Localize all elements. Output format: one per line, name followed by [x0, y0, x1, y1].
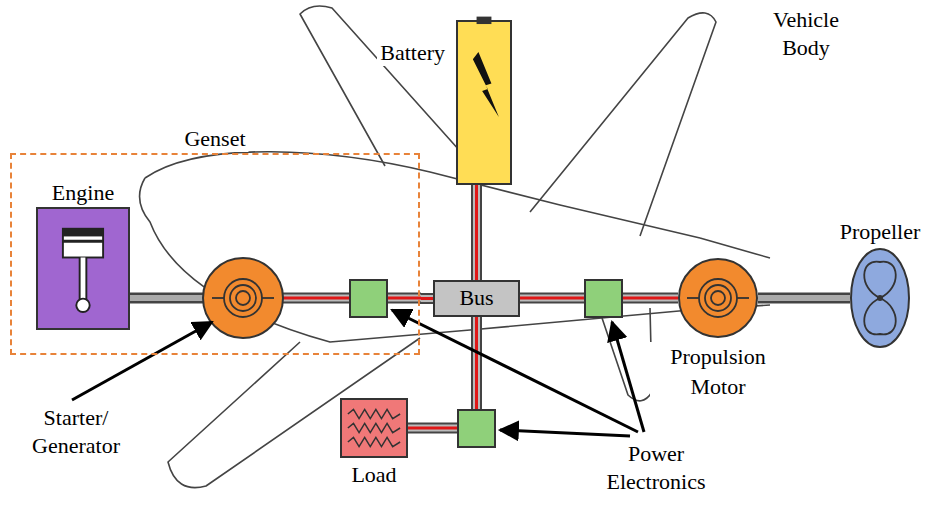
wire-stroke: [473, 185, 480, 280]
node-heading: Engine: [49, 180, 117, 206]
callout-label: Power Electronics: [594, 440, 718, 496]
load-box: Load: [340, 398, 408, 458]
power-electronics-block: [585, 280, 622, 317]
wire-stroke: [420, 295, 433, 302]
resistor-symbol: [342, 400, 406, 456]
wire-stroke: [758, 295, 850, 301]
engine-box: Engine: [36, 207, 130, 330]
box-label: Bus: [459, 285, 493, 311]
wire-stroke: [420, 297, 433, 300]
callout-label: Vehicle Body: [758, 6, 854, 62]
fuselage-outline: [145, 152, 700, 238]
power-electronics-block: [350, 280, 387, 317]
tail-fin-outline: [530, 13, 716, 236]
power-electronics-block: [458, 410, 495, 447]
node-heading: Battery: [377, 40, 448, 66]
wire-stroke: [420, 293, 433, 304]
leader-arrow: [612, 322, 644, 432]
power-wire: [476, 185, 477, 280]
leader-arrow: [500, 430, 630, 436]
callout-label: Starter/ Generator: [14, 404, 138, 460]
motor-circle: Propulsion Motor: [678, 258, 758, 338]
wire-stroke: [471, 185, 482, 280]
drive-shaft: [128, 298, 205, 299]
fuselage-outline: [140, 178, 690, 342]
tail-fin-outline: [600, 308, 652, 401]
propeller-ellipse: Propeller: [850, 248, 910, 348]
wire-stroke: [475, 185, 478, 280]
bus-box: Bus: [433, 280, 520, 317]
wing-outline: [300, 6, 468, 166]
propeller-symbol: [850, 248, 910, 348]
node-heading: Genset: [181, 126, 248, 152]
genset-group: EngineGenset: [10, 153, 420, 355]
battery-icon: [458, 22, 510, 183]
leader-arrow: [72, 322, 212, 400]
drive-shaft: [758, 298, 850, 299]
battery-box: Battery: [456, 20, 512, 185]
motor-symbol: [678, 258, 758, 338]
node-heading: Load: [306, 460, 442, 490]
piston-icon: [38, 209, 128, 328]
wire-stroke: [758, 293, 850, 304]
node-heading: Propeller: [837, 219, 924, 245]
starter-generator-symbol: [203, 258, 283, 338]
power-wire: [420, 298, 433, 299]
leader-arrow: [392, 310, 638, 432]
node-heading: Propulsion Motor: [650, 342, 786, 402]
